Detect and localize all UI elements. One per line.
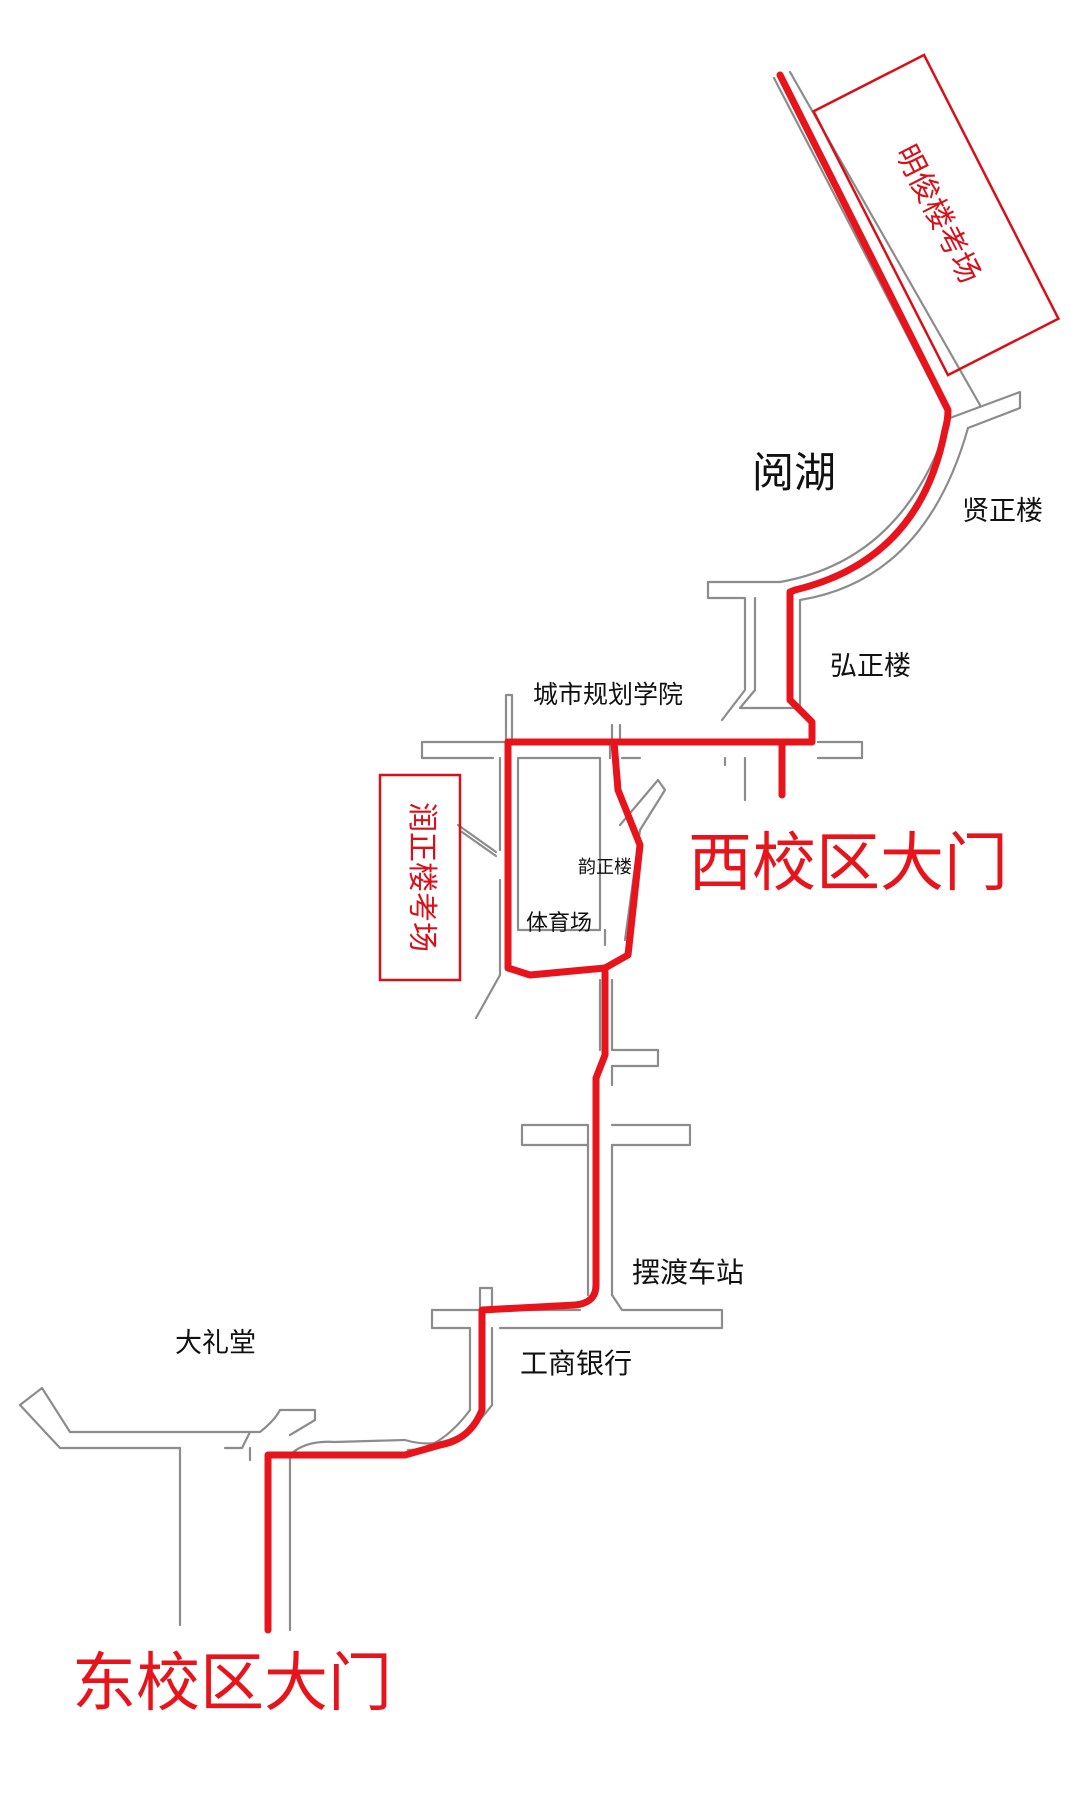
place-label-yuehu: 阅湖 <box>752 449 836 496</box>
place-label-xianzheng: 贤正楼 <box>962 496 1043 526</box>
route-segment-north <box>504 71 952 746</box>
place-label-hongzheng: 弘正楼 <box>830 651 911 681</box>
place-label-urban-planning: 城市规划学院 <box>533 681 683 709</box>
exam-hall-runzheng-label: 润正楼考场 <box>405 802 438 952</box>
place-label-shuttle-station: 摆渡车站 <box>632 1257 744 1288</box>
place-label-icbc: 工商银行 <box>520 1348 632 1379</box>
route-segment-yunzheng <box>601 738 644 972</box>
exam-hall-runzheng-box <box>378 773 462 982</box>
route-path <box>264 71 952 1634</box>
place-label-stadium: 体育场 <box>526 910 592 935</box>
exam-hall-mingjun-label: 明俊楼考场 <box>889 140 987 289</box>
route-segment-stadium-loop <box>504 738 609 979</box>
place-label-yunzheng: 韵正楼 <box>578 857 632 877</box>
exam-hall-mingjun-box <box>811 53 1061 377</box>
east-gate-label: 东校区大门 <box>72 1647 392 1719</box>
place-label-auditorium: 大礼堂 <box>175 1328 256 1358</box>
route-segment-middle <box>264 964 609 1634</box>
west-gate-label: 西校区大门 <box>688 827 1008 899</box>
exam-hall-runzheng: 润正楼考场 <box>378 773 462 982</box>
